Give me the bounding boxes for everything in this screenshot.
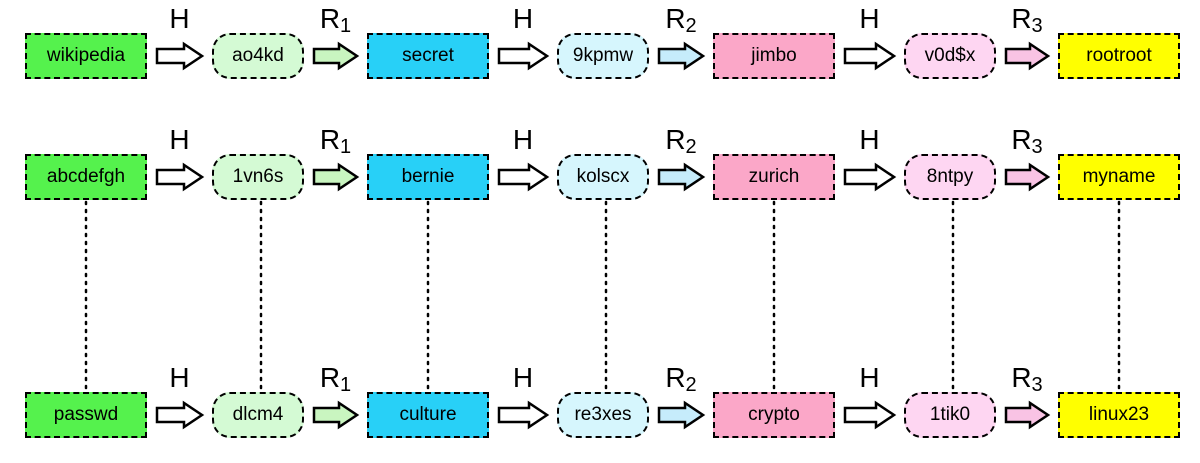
reduction-letter: R <box>665 3 686 34</box>
reduction-arrow <box>1004 400 1051 430</box>
reduction-function-label: R1 <box>310 126 362 161</box>
chain-3-hash-node: re3xes <box>557 392 649 438</box>
chain-1-hash-node: v0d$x <box>904 33 996 79</box>
hash-function-label: H <box>169 124 190 155</box>
hash-arrow <box>843 162 897 192</box>
hash-function-label: H <box>859 362 880 393</box>
reduction-index: 1 <box>340 136 352 158</box>
reduction-letter: R <box>1011 3 1032 34</box>
chain-1-reduced-node: secret <box>367 33 489 79</box>
hash-function-label: H <box>169 3 190 34</box>
chain-1-plain-node: wikipedia <box>25 33 147 79</box>
reduction-arrow <box>312 41 360 71</box>
chain-2-reduced-node: bernie <box>367 154 489 200</box>
reduction-index: 1 <box>340 15 352 37</box>
chain-1-hash-node: ao4kd <box>212 33 304 79</box>
hash-arrow <box>843 41 897 71</box>
chain-1-hash-node: 9kpmw <box>557 33 649 79</box>
reduction-letter: R <box>1011 362 1032 393</box>
hash-function-label: H <box>859 124 880 155</box>
chain-1-reduced-node: rootroot <box>1058 33 1180 79</box>
hash-arrow <box>497 400 550 430</box>
hash-function-label: H <box>512 3 534 34</box>
reduction-index: 3 <box>1031 15 1043 37</box>
chain-3-reduced-node: culture <box>367 392 489 438</box>
reduction-function-label: R3 <box>1001 126 1053 161</box>
reduction-letter: R <box>319 362 341 393</box>
chain-2-plain-node: abcdefgh <box>25 154 147 200</box>
hash-arrow <box>155 400 205 430</box>
reduction-function-label: R2 <box>655 364 707 399</box>
reduction-function-label: R1 <box>310 5 362 40</box>
reduction-letter: R <box>665 362 686 393</box>
chain-3-reduced-node: crypto <box>713 392 835 438</box>
hash-function-label: H <box>512 124 534 155</box>
chain-2-hash-node: kolscx <box>557 154 649 200</box>
reduction-function-label: R3 <box>1001 5 1053 40</box>
hash-arrow <box>155 162 205 192</box>
chain-2-hash-node: 8ntpy <box>904 154 996 200</box>
hash-arrow <box>155 41 205 71</box>
reduction-index: 1 <box>340 374 352 396</box>
reduction-arrow <box>1004 162 1051 192</box>
chain-2-hash-node: 1vn6s <box>212 154 304 200</box>
hash-function-label: H <box>512 362 534 393</box>
reduction-arrow <box>1004 41 1051 71</box>
reduction-arrow <box>312 162 360 192</box>
reduction-function-label: R1 <box>310 364 362 399</box>
reduction-letter: R <box>1011 124 1032 155</box>
hash-arrow <box>497 41 550 71</box>
chain-3-plain-node: passwd <box>25 392 147 438</box>
reduction-function-label: R2 <box>655 5 707 40</box>
reduction-function-label: R3 <box>1001 364 1053 399</box>
hash-arrow <box>843 400 897 430</box>
hash-function-label: H <box>859 3 880 34</box>
reduction-index: 3 <box>1031 136 1043 158</box>
chain-1-reduced-node: jimbo <box>713 33 835 79</box>
chain-3-hash-node: dlcm4 <box>212 392 304 438</box>
reduction-letter: R <box>665 124 686 155</box>
chain-3-reduced-node: linux23 <box>1058 392 1180 438</box>
chain-2-reduced-node: zurich <box>713 154 835 200</box>
chain-3-hash-node: 1tik0 <box>904 392 996 438</box>
reduction-arrow <box>657 162 706 192</box>
reduction-function-label: R2 <box>655 126 707 161</box>
reduction-letter: R <box>319 3 341 34</box>
reduction-index: 2 <box>685 136 697 158</box>
hash-function-label: H <box>169 362 190 393</box>
reduction-arrow <box>312 400 360 430</box>
reduction-index: 3 <box>1031 374 1043 396</box>
reduction-index: 2 <box>685 15 697 37</box>
chain-2-reduced-node: myname <box>1058 154 1180 200</box>
reduction-arrow <box>657 400 706 430</box>
reduction-arrow <box>657 41 706 71</box>
reduction-index: 2 <box>685 374 697 396</box>
hash-arrow <box>497 162 550 192</box>
reduction-letter: R <box>319 124 341 155</box>
